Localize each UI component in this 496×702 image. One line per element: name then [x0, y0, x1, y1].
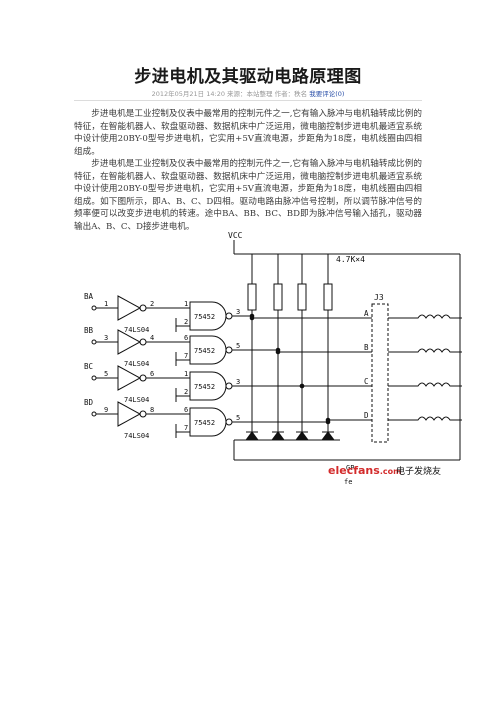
pin-number: 2 [184, 318, 188, 326]
resistor-label: 4.7K×4 [336, 255, 365, 264]
connector-j3 [371, 303, 389, 443]
watermark-logo: elecfans.com [328, 464, 401, 477]
pin-number: 1 [184, 370, 188, 378]
input-label-BC: BC [84, 362, 93, 371]
input-jack [91, 339, 97, 345]
ground-label: GP [346, 464, 354, 472]
inverter-gate [117, 295, 142, 321]
output-label-A: A [364, 309, 369, 318]
pin-number: 4 [150, 334, 154, 342]
inverter-gate [117, 365, 142, 391]
pin-number: 7 [184, 424, 188, 432]
driver-chip-label: 75452 [194, 419, 215, 427]
nand-bubble [225, 346, 233, 354]
nand-bubble [225, 312, 233, 320]
resistor-array [247, 254, 333, 440]
watermark-cn: 电子发烧友 [396, 465, 441, 477]
paragraph-1: 步进电机是工业控制及仪表中最常用的控制元件之一,它有输入脉冲与电机轴转成比例的特… [74, 109, 422, 157]
junction-dot [275, 349, 281, 355]
meta-author: 作者：秩名 [274, 90, 308, 98]
pin-number: 3 [236, 308, 240, 316]
driver-chip-label: 75452 [194, 313, 215, 321]
pin-number: 2 [150, 300, 154, 308]
junction-dot [325, 417, 331, 423]
article-meta: 2012年05月21日 14:20 来源：本站整理 作者：秩名 我要评论(0) [0, 88, 496, 98]
pin-number: 7 [184, 352, 188, 360]
pin-number: 5 [236, 414, 240, 422]
title-divider [74, 100, 422, 101]
driver-chip-label: 75452 [194, 383, 215, 391]
pin-number: 6 [184, 334, 188, 342]
input-jack [91, 305, 97, 311]
junction-dot [299, 383, 305, 389]
inverter-chip-label: 74LS04 [124, 432, 149, 440]
input-label-BA: BA [84, 292, 94, 301]
pin-number: 3 [104, 334, 108, 342]
inverter-chip-label: 74LS04 [124, 360, 149, 368]
meta-source: 来源：本站整理 [227, 90, 273, 98]
article-title: 步进电机及其驱动电路原理图 [134, 67, 362, 87]
comment-link[interactable]: 我要评论(0) [309, 90, 345, 98]
nand-bubble [225, 382, 233, 390]
pin-number: 6 [150, 370, 154, 378]
motor-coils [330, 253, 462, 460]
pin-number: 5 [104, 370, 108, 378]
meta-datetime: 2012年05月21日 14:20 [151, 90, 225, 98]
pin-number: 5 [236, 342, 240, 350]
connector-label: J3 [374, 293, 384, 302]
pin-number: 1 [104, 300, 108, 308]
output-label-B: B [364, 343, 369, 352]
junction-dot [249, 315, 255, 321]
pin-number: 9 [104, 406, 108, 414]
pin-number: 1 [184, 300, 188, 308]
misc-label: fe [344, 478, 352, 486]
vcc-label: VCC [228, 231, 243, 240]
nand-bubble [225, 418, 233, 426]
input-label-BB: BB [84, 326, 94, 335]
input-jack [91, 411, 97, 417]
pin-number: 6 [184, 406, 188, 414]
inverter-gate [117, 401, 142, 427]
driver-chip-label: 75452 [194, 347, 215, 355]
pin-number: 8 [150, 406, 154, 414]
input-jack [91, 375, 97, 381]
output-label-D: D [364, 411, 369, 420]
inverter-gate [117, 329, 142, 355]
input-label-BD: BD [84, 398, 94, 407]
pin-number: 2 [184, 388, 188, 396]
paragraph-2: 步进电机是工业控制及仪表中最常用的控制元件之一,它有输入脉冲与电机轴转成比例的特… [74, 159, 422, 232]
output-label-C: C [364, 377, 369, 386]
pin-number: 3 [236, 378, 240, 386]
inverter-chip-label: 74LS04 [124, 326, 149, 334]
inverter-chip-label: 74LS04 [124, 396, 149, 404]
clamp-diodes [233, 431, 460, 461]
